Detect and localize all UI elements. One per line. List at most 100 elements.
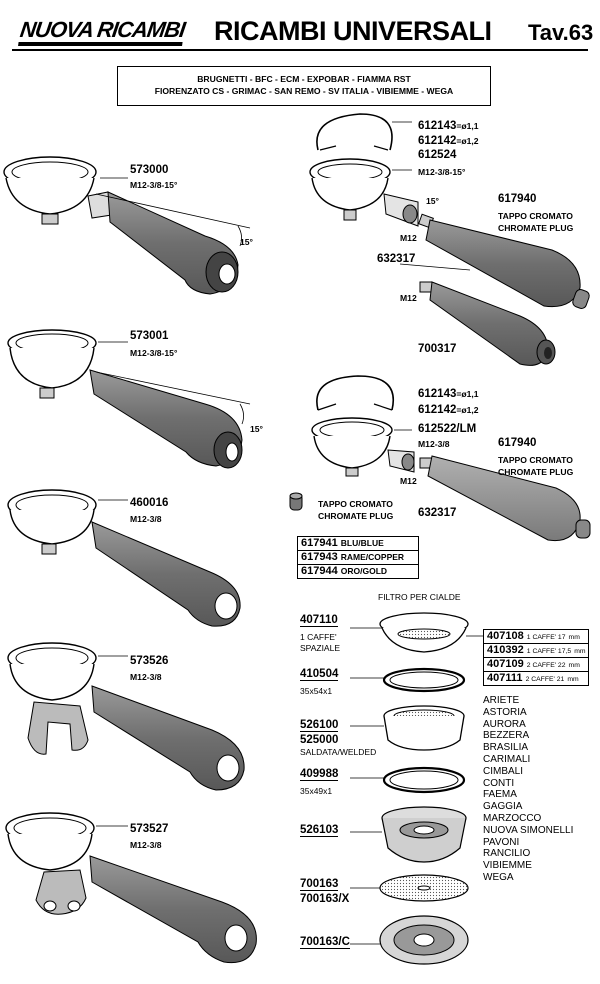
plug-row-code: 617943 xyxy=(301,551,338,563)
code-617940-b: 617940 xyxy=(498,437,537,449)
brands-line-2: FIORENZATO CS - GRIMAC - SAN REMO - SV I… xyxy=(154,86,454,96)
spring-612143-a-code: 612143 xyxy=(418,120,457,132)
plug-row: 617944 ORO/GOLD xyxy=(298,565,418,578)
filter-row-unit: mm xyxy=(568,634,580,641)
brand-item: VIBIEMME xyxy=(483,860,532,872)
angle-573001: 15° xyxy=(250,424,263,434)
holder-612524 xyxy=(309,113,419,227)
brand-item: GAGGIA xyxy=(483,801,523,813)
portafilter-573001 xyxy=(7,329,251,469)
filter-row-note: 2 CAFFE' 21 xyxy=(525,676,565,683)
code-407110: 407110 xyxy=(300,614,338,627)
filter-526100 xyxy=(350,705,465,751)
note-407110-a: 1 CAFFE' xyxy=(300,632,337,642)
header-rule xyxy=(12,49,588,51)
brand-item: RANCILIO xyxy=(483,848,531,860)
filter-row-unit: mm xyxy=(567,676,579,683)
plug-box-label-it: TAPPO CROMATO xyxy=(318,499,393,509)
code-525000: 525000 xyxy=(300,734,339,746)
screen-700163c xyxy=(350,915,469,965)
code-632317-b: 632317 xyxy=(418,507,457,519)
code-632317-a: 632317 xyxy=(377,253,416,265)
spring-612142-b: 612142=ø1,2 xyxy=(418,400,479,418)
brand-item: WEGA xyxy=(483,871,514,883)
brands-line-1: BRUGNETTI - BFC - ECM - EXPOBAR - FIAMMA… xyxy=(197,74,411,84)
plug-label-en-b: CHROMATE PLUG xyxy=(498,467,574,477)
spring-612142-a-suffix: =ø1,2 xyxy=(456,136,479,146)
spec-612522lm: M12-3/8 xyxy=(418,439,450,449)
brand-item: PAVONI xyxy=(483,836,520,848)
size-410504: 35x54x1 xyxy=(300,686,333,696)
plug-label-it-b: TAPPO CROMATO xyxy=(498,455,573,465)
spec-612524: M12-3/8-15° xyxy=(418,167,466,177)
gasket-409988 xyxy=(350,766,466,794)
filter-row-code: 407111 xyxy=(487,672,523,684)
note-407110-b: SPAZIALE xyxy=(300,643,340,653)
plug-row-code: 617941 xyxy=(301,537,338,549)
code-410504: 410504 xyxy=(300,668,339,681)
plug-label-en-a: CHROMATE PLUG xyxy=(498,223,574,233)
brand-item: NUOVA SIMONELLI xyxy=(483,824,574,836)
plug-label-it-a: TAPPO CROMATO xyxy=(498,211,573,221)
filter-row-note: 2 CAFFE' 22 xyxy=(526,662,566,669)
portafilter-573526 xyxy=(7,642,245,791)
code-526100: 526100 xyxy=(300,719,339,732)
filter-row-code: 410392 xyxy=(487,644,524,656)
portafilter-460016 xyxy=(7,489,241,627)
spring-612143-b: 612143=ø1,1 xyxy=(418,384,479,402)
code-573001: 573001 xyxy=(130,330,169,342)
spring-612142-a-code: 612142 xyxy=(418,135,457,147)
page-title: RICAMBI UNIVERSALI xyxy=(214,16,492,46)
plug-row: 617943 RAME/COPPER xyxy=(298,551,418,565)
handle-700317 xyxy=(419,281,556,366)
filter-row: 407111 2 CAFFE' 21 mm xyxy=(484,672,588,685)
label-525000: SALDATA/WELDED xyxy=(300,747,377,757)
filter-row: 407109 2 CAFFE' 22 mm xyxy=(484,658,588,672)
filters-heading: FILTRO PER CIALDE xyxy=(378,592,461,602)
filter-row: 410392 1 CAFFE' 17,5 mm xyxy=(484,644,588,658)
spec-573526: M12-3/8 xyxy=(130,672,162,682)
code-700163: 700163 xyxy=(300,878,339,891)
spec-573001: M12-3/8-15° xyxy=(130,348,178,358)
plug-row-label: BLU/BLUE xyxy=(340,538,384,548)
brand-item: CIMBALI xyxy=(483,765,524,777)
brand-item: BRASILIA xyxy=(483,742,529,754)
filter-row: 407108 1 CAFFE' 17 mm xyxy=(484,630,588,644)
plug-color xyxy=(289,492,303,511)
plug-box-label-en: CHROMATE PLUG xyxy=(318,511,394,521)
code-526103: 526103 xyxy=(300,824,339,837)
filter-row-note: 1 CAFFE' 17 xyxy=(526,634,566,641)
compatible-brands-list: ARIETE ASTORIA AURORA BEZZERA BRASILIA C… xyxy=(483,695,573,884)
plug-row: 617941 BLU/BLUE xyxy=(298,537,418,551)
handle-632317-a xyxy=(399,213,590,309)
size-409988: 35x49x1 xyxy=(300,786,333,796)
brand-item: AURORA xyxy=(483,718,526,730)
filter-407110 xyxy=(350,612,484,653)
brand-item: ARIETE xyxy=(483,695,520,706)
portafilter-573527 xyxy=(5,812,257,964)
table-number: Tav.63 xyxy=(528,20,594,45)
code-573526: 573526 xyxy=(130,655,169,667)
spring-612143-b-suffix: =ø1,1 xyxy=(456,389,479,399)
code-573000: 573000 xyxy=(130,164,169,176)
thread-612524: M12 xyxy=(400,233,417,243)
spring-612142-b-suffix: =ø1,2 xyxy=(456,405,479,415)
handle-632317-b xyxy=(419,455,591,542)
spec-573527: M12-3/8 xyxy=(130,840,162,850)
spring-612143-b-code: 612143 xyxy=(418,388,457,400)
code-612522lm: 612522/LM xyxy=(418,423,477,435)
spring-612143-a-suffix: =ø1,1 xyxy=(456,121,479,131)
spec-460016: M12-3/8 xyxy=(130,514,162,524)
thread-612522lm: M12 xyxy=(400,476,417,486)
code-700163x: 700163/X xyxy=(300,893,350,905)
portafilter-573000 xyxy=(3,156,251,295)
brand-item: BEZZERA xyxy=(483,730,530,742)
angle-573000: 15° xyxy=(240,237,253,247)
brand-item: CONTI xyxy=(483,777,515,789)
filter-row-note: 1 CAFFE' 17,5 xyxy=(526,648,572,655)
spring-612143-a: 612143=ø1,1 xyxy=(418,116,479,134)
plug-row-code: 617944 xyxy=(301,565,338,577)
code-460016: 460016 xyxy=(130,497,169,509)
code-573527: 573527 xyxy=(130,823,169,835)
code-617940-a: 617940 xyxy=(498,193,537,205)
